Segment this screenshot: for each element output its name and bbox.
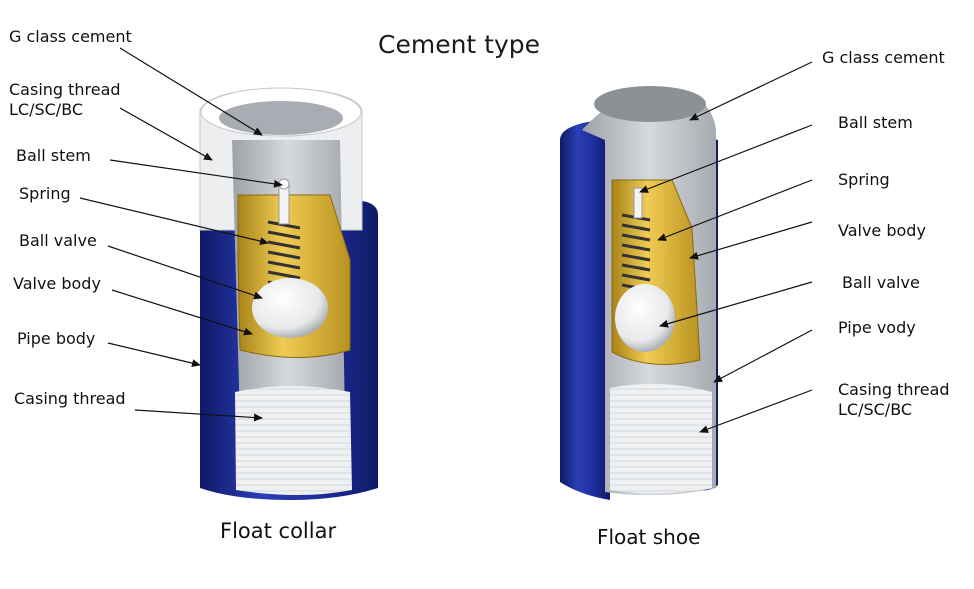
label-collar-valve-body: Valve body bbox=[13, 274, 101, 293]
label-shoe-ball-stem: Ball stem bbox=[838, 113, 913, 132]
float-shoe-illustration bbox=[560, 86, 718, 500]
leader-shoe-ball-valve bbox=[659, 281, 813, 328]
shoe-pipe-body bbox=[560, 120, 610, 500]
collar-ball-valve bbox=[252, 278, 328, 338]
label-shoe-g-class-cement: G class cement bbox=[822, 48, 945, 67]
label-collar-ball-stem: Ball stem bbox=[16, 146, 91, 165]
label-collar-casing-thread-bottom: Casing thread bbox=[14, 389, 126, 408]
label-collar-g-class-cement: G class cement bbox=[9, 27, 132, 46]
leader-collar-casing-thread-bottom bbox=[134, 409, 263, 422]
leader-shoe-g-class-cement bbox=[689, 61, 813, 121]
leader-shoe-spring bbox=[657, 179, 813, 241]
leader-collar-valve-body bbox=[111, 289, 253, 336]
label-collar-ball-valve: Ball valve bbox=[19, 231, 97, 250]
label-shoe-spring: Spring bbox=[838, 170, 890, 189]
label-collar-pipe-body: Pipe body bbox=[17, 329, 96, 348]
label-shoe-valve-body: Valve body bbox=[838, 221, 926, 240]
leader-collar-g-class-cement bbox=[119, 47, 263, 136]
leader-shoe-casing-thread bbox=[699, 389, 813, 433]
label-shoe-pipe-body: Pipe vody bbox=[838, 318, 916, 337]
shoe-ball-stem bbox=[633, 187, 643, 219]
label-shoe-ball-valve: Ball valve bbox=[842, 273, 920, 292]
label-collar-spring: Spring bbox=[19, 184, 71, 203]
leader-shoe-ball-stem bbox=[639, 124, 813, 193]
collar-leader-lines bbox=[79, 47, 283, 422]
leader-collar-ball-stem bbox=[109, 159, 283, 188]
label-collar-casing-thread-top: Casing thread LC/SC/BC bbox=[9, 80, 121, 119]
leader-shoe-pipe-body bbox=[713, 329, 813, 383]
label-shoe-casing-thread: Casing thread LC/SC/BC bbox=[838, 380, 950, 419]
caption-float-shoe: Float shoe bbox=[597, 525, 701, 549]
shoe-leader-lines bbox=[639, 61, 813, 433]
diagram-title: Cement type bbox=[378, 30, 541, 59]
collar-spring bbox=[267, 220, 301, 290]
float-collar-illustration bbox=[199, 87, 378, 500]
shoe-ball-valve bbox=[615, 284, 675, 352]
shoe-bottom-thread bbox=[610, 383, 712, 494]
leader-collar-casing-thread-top bbox=[119, 107, 213, 161]
collar-ball-stem bbox=[278, 183, 290, 225]
leader-collar-pipe-body bbox=[107, 342, 201, 368]
leader-shoe-valve-body bbox=[689, 221, 813, 260]
leader-collar-ball-valve bbox=[107, 245, 263, 300]
caption-float-collar: Float collar bbox=[220, 519, 337, 543]
leader-collar-spring bbox=[79, 197, 269, 246]
collar-bottom-thread bbox=[235, 386, 352, 495]
